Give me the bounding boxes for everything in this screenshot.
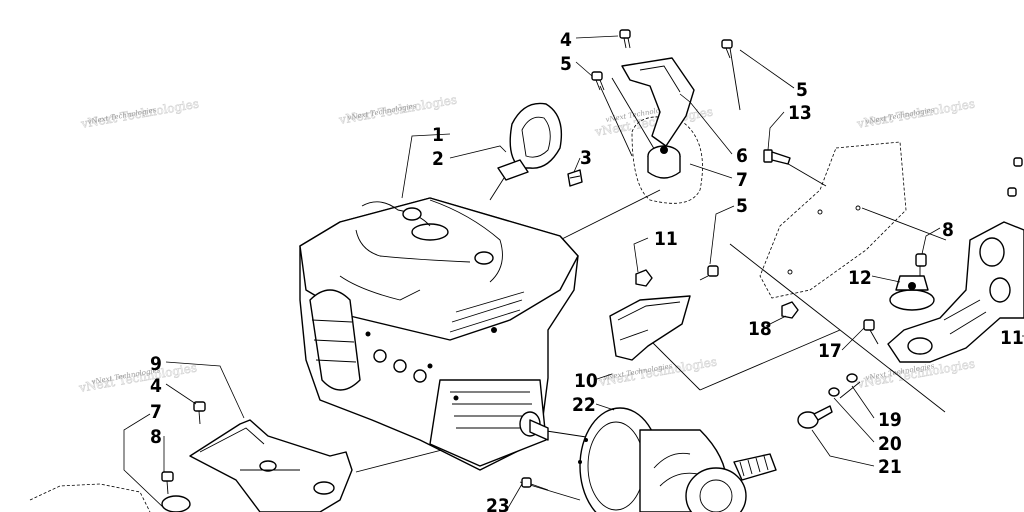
right-housing-bracket[interactable]	[887, 157, 1024, 363]
callout-17: 17	[818, 340, 842, 362]
callout-20: 20	[878, 433, 902, 455]
callout-13: 13	[788, 102, 812, 124]
callout-7: 7	[150, 401, 162, 423]
frame-outline-left	[29, 483, 151, 512]
callout-6: 6	[736, 145, 748, 167]
callout-labels: 1 2 3 4 5 5 13 6 7 5 11 8 12 11 18 17 9 …	[150, 29, 1024, 512]
nut-18[interactable]	[781, 301, 799, 319]
screw-17[interactable]	[863, 319, 879, 345]
screw-left-8[interactable]	[161, 471, 174, 495]
bumper-21[interactable]	[797, 405, 833, 429]
rubber-mount-12[interactable]	[889, 275, 935, 311]
callout-4: 4	[150, 375, 162, 397]
screw-top-5b[interactable]	[721, 39, 733, 59]
washer-19[interactable]	[846, 373, 858, 383]
callout-9: 9	[150, 353, 162, 375]
callout-3: 3	[580, 147, 592, 169]
callout-23: 23	[486, 495, 510, 512]
callout-11: 11	[654, 228, 678, 250]
callout-18: 18	[748, 318, 772, 340]
callout-1: 1	[432, 124, 444, 146]
engine-bracket-10[interactable]	[609, 295, 691, 361]
nut-11[interactable]	[635, 269, 653, 287]
washer-20[interactable]	[828, 387, 840, 397]
upper-mount-bracket[interactable]	[621, 57, 695, 179]
screw-top-5a[interactable]	[591, 71, 605, 91]
engine-assembly[interactable]	[299, 197, 579, 471]
screw-mid-5[interactable]	[699, 265, 719, 281]
callout-10: 10	[574, 370, 598, 392]
clip-part[interactable]	[567, 169, 583, 187]
callout-22: 22	[572, 394, 596, 416]
engine-mount-bracket-9[interactable]	[189, 419, 353, 512]
mounting-plate[interactable]	[759, 141, 907, 299]
callout-7: 7	[736, 169, 748, 191]
callout-21: 21	[878, 456, 902, 478]
callout-5: 5	[560, 53, 572, 75]
callout-2: 2	[432, 148, 444, 170]
mount-left-7[interactable]	[161, 495, 191, 512]
callout-8: 8	[150, 426, 162, 448]
callout-11: 11	[1000, 327, 1024, 349]
screw-23[interactable]	[521, 477, 549, 491]
drive-clutch-22[interactable]	[578, 407, 777, 512]
callout-5: 5	[796, 79, 808, 101]
screw-left-4[interactable]	[193, 401, 206, 425]
bolt-13[interactable]	[763, 149, 791, 165]
callout-8: 8	[942, 219, 954, 241]
callout-19: 19	[878, 409, 902, 431]
callout-4: 4	[560, 29, 572, 51]
callout-5: 5	[736, 195, 748, 217]
starter-handle[interactable]	[489, 102, 563, 201]
leader-lines	[123, 35, 1024, 511]
screw-top-4[interactable]	[619, 29, 631, 49]
callout-12: 12	[848, 267, 872, 289]
